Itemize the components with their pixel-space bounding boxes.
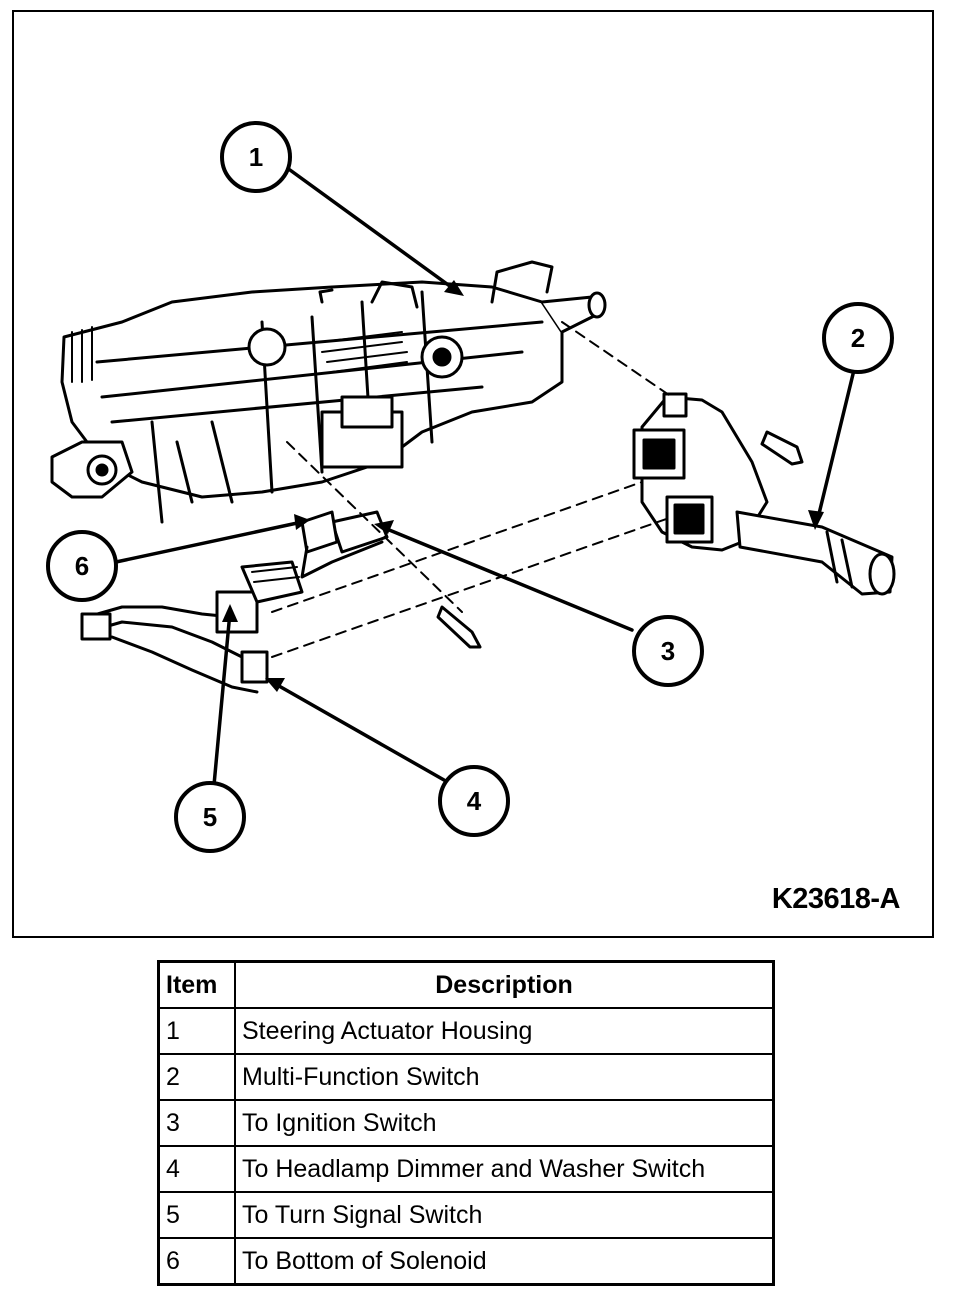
legend-item-description: To Ignition Switch	[234, 1099, 775, 1147]
wiring-harness	[80, 510, 482, 694]
legend-item-description: To Bottom of Solenoid	[234, 1237, 775, 1286]
callout-6: 6	[46, 530, 118, 602]
table-row: 1 Steering Actuator Housing	[157, 1007, 775, 1055]
svg-text:2: 2	[851, 323, 865, 353]
legend-item-number: 6	[157, 1237, 236, 1286]
legend-header-row: Item Description	[157, 960, 775, 1009]
legend-item-number: 4	[157, 1145, 236, 1193]
legend-item-description: Steering Actuator Housing	[234, 1007, 775, 1055]
table-row: 5 To Turn Signal Switch	[157, 1191, 775, 1239]
steering-column-illustration: 1 2 3 4 5 6	[46, 121, 896, 853]
callout-3: 3	[632, 615, 704, 687]
callout-1: 1	[220, 121, 292, 193]
callout-leader-lines	[114, 168, 856, 787]
callout-4: 4	[438, 765, 510, 837]
legend-item-description: Multi-Function Switch	[234, 1053, 775, 1101]
legend-item-number: 5	[157, 1191, 236, 1239]
callout-arrowheads	[222, 280, 824, 692]
table-row: 2 Multi-Function Switch	[157, 1053, 775, 1101]
table-row: 3 To Ignition Switch	[157, 1099, 775, 1147]
callout-2: 2	[822, 302, 894, 374]
legend-table: Item Description 1 Steering Actuator Hou…	[157, 960, 775, 1286]
diagram-frame: 1 2 3 4 5 6 K23618-A	[12, 10, 934, 938]
multi-function-switch	[632, 392, 896, 596]
svg-text:6: 6	[75, 551, 89, 581]
legend-item-number: 3	[157, 1099, 236, 1147]
svg-text:3: 3	[661, 636, 675, 666]
table-row: 4 To Headlamp Dimmer and Washer Switch	[157, 1145, 775, 1193]
table-row: 6 To Bottom of Solenoid	[157, 1237, 775, 1286]
svg-text:1: 1	[249, 142, 263, 172]
callout-circles: 1 2 3 4 5 6	[46, 121, 894, 853]
svg-text:5: 5	[203, 802, 217, 832]
callout-5: 5	[174, 781, 246, 853]
legend-header-item: Item	[157, 960, 236, 1009]
legend-item-description: To Headlamp Dimmer and Washer Switch	[234, 1145, 775, 1193]
legend-item-number: 1	[157, 1007, 236, 1055]
legend-header-description: Description	[234, 960, 775, 1009]
legend-item-number: 2	[157, 1053, 236, 1101]
legend-item-description: To Turn Signal Switch	[234, 1191, 775, 1239]
steering-column-assembly	[50, 260, 607, 524]
figure-id-label: K23618-A	[771, 883, 901, 915]
alignment-dashed-lines	[271, 321, 673, 658]
svg-text:4: 4	[467, 786, 482, 816]
